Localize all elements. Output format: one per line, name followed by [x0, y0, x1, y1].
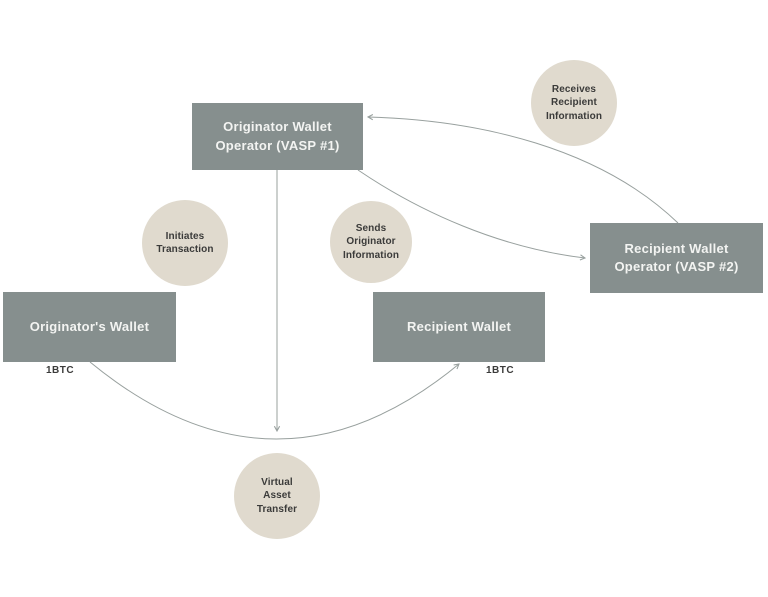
- step-label: Information: [545, 110, 603, 122]
- node-label: Originator's Wallet: [29, 318, 150, 334]
- node-originator-wallet-operator: Originator Wallet Operator (VASP #1): [192, 103, 363, 170]
- step-label: Transaction: [156, 244, 214, 255]
- step-label: Information: [342, 249, 400, 261]
- step-receives-recipient-information: Receives Recipient Information: [531, 60, 617, 146]
- node-label: Originator Wallet: [223, 119, 332, 135]
- step-initiates-transaction: Initiates Transaction: [142, 200, 228, 286]
- step-label: Asset: [263, 490, 291, 502]
- step-sends-originator-information: Sends Originator Information: [330, 201, 412, 283]
- node-label: Operator (VASP #2): [614, 259, 739, 274]
- amount-label-recipient: 1BTC: [486, 365, 515, 376]
- connector-vasp1-to-vasp2: [357, 169, 585, 258]
- step-label: Sends: [355, 222, 387, 234]
- step-virtual-asset-transfer: Virtual Asset Transfer: [234, 453, 320, 539]
- connector-originator-wallet-to-recipient-wallet: [89, 361, 459, 440]
- amount-label-originator: 1BTC: [46, 365, 75, 376]
- step-label: Recipient: [551, 97, 597, 109]
- step-label: Initiates: [165, 230, 205, 242]
- step-label: Transfer: [256, 503, 298, 515]
- node-label: Operator (VASP #1): [215, 137, 340, 153]
- node-originators-wallet: Originator's Wallet: [3, 292, 176, 362]
- step-label: Receives: [551, 83, 597, 95]
- step-label: Originator: [346, 236, 396, 248]
- connector-vasp2-to-vasp1: [368, 117, 679, 224]
- node-recipient-wallet: Recipient Wallet: [373, 292, 545, 362]
- step-label: Virtual: [261, 476, 293, 488]
- node-label: Recipient Wallet: [406, 318, 512, 334]
- node-recipient-wallet-operator: Recipient Wallet Operator (VASP #2): [590, 223, 763, 293]
- node-label: Recipient Wallet: [624, 240, 729, 256]
